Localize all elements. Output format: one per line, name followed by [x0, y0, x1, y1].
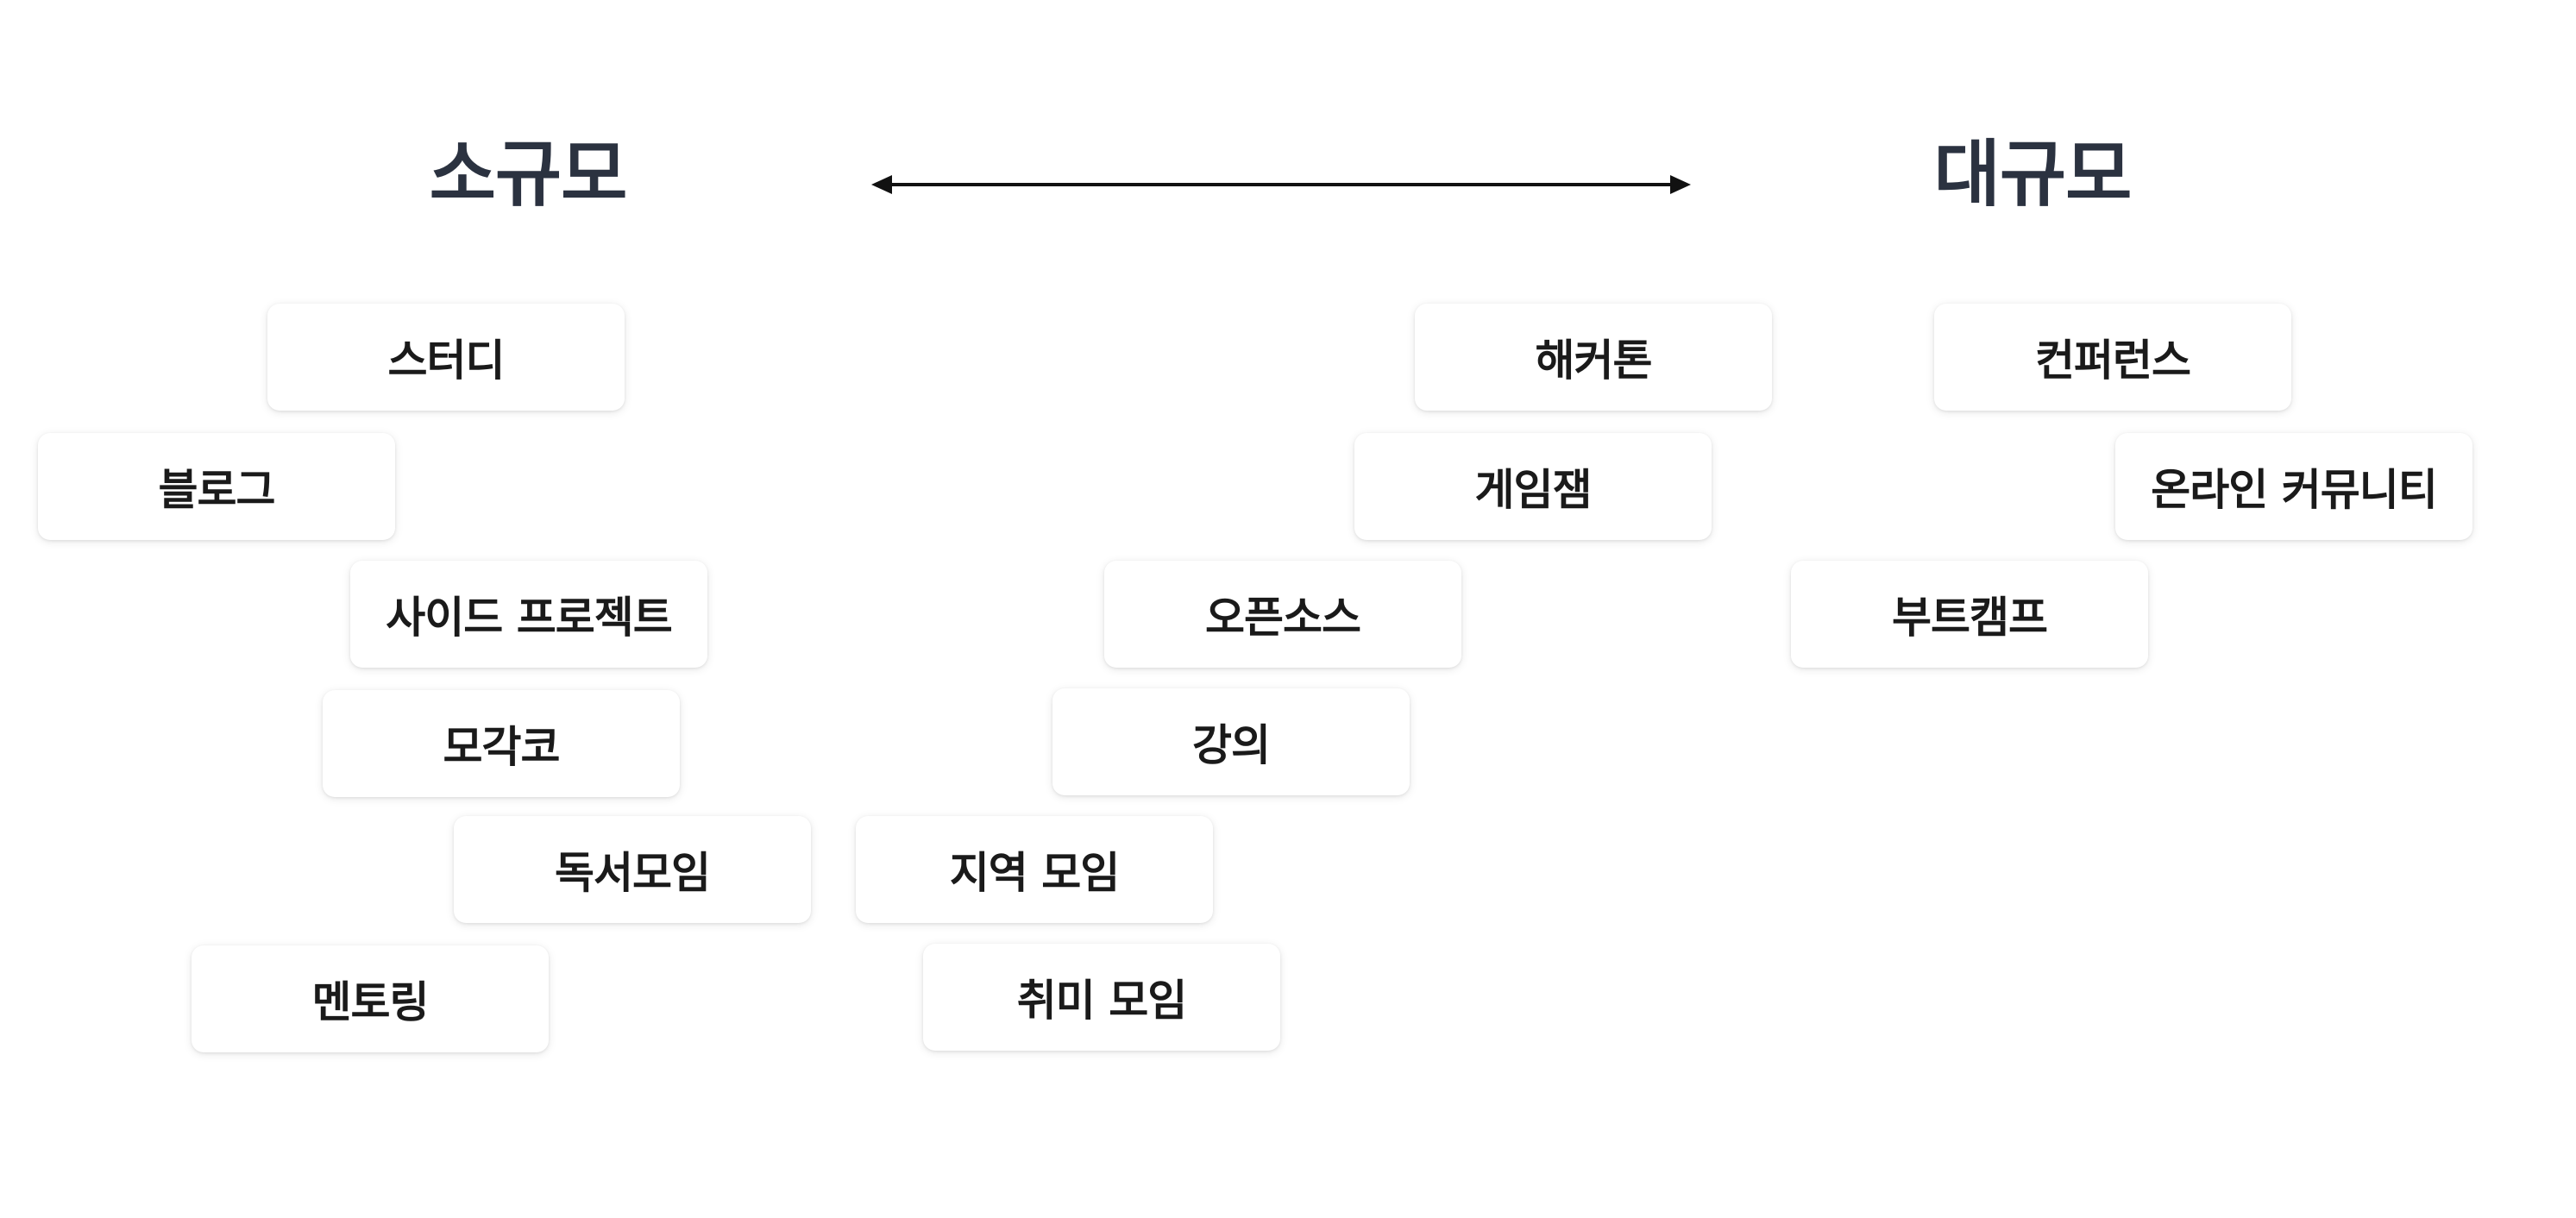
activity-card-book-club: 독서모임 — [454, 816, 811, 923]
double-headed-arrow-icon — [871, 175, 1691, 194]
activity-label: 취미 모임 — [1016, 976, 1187, 1026]
activity-label: 온라인 커뮤니티 — [2151, 465, 2437, 515]
activity-label: 부트캠프 — [1892, 593, 2048, 643]
activity-label: 모각코 — [443, 722, 561, 772]
activity-card-lecture: 강의 — [1052, 688, 1410, 795]
activity-card-mentoring: 멘토링 — [192, 945, 549, 1052]
activity-card-open-source: 오픈소스 — [1104, 561, 1461, 668]
arrow-head-right — [1670, 175, 1691, 194]
activity-label: 오픈소스 — [1205, 593, 1361, 643]
activity-card-blog: 블로그 — [38, 433, 395, 540]
activity-label: 독서모임 — [555, 848, 711, 898]
large-scale-heading: 대규모 — [1933, 132, 2133, 217]
activity-label: 멘토링 — [311, 977, 430, 1027]
activity-card-conference: 컨퍼런스 — [1934, 304, 2291, 411]
arrow-head-left — [871, 175, 892, 194]
small-scale-heading: 소규모 — [429, 132, 628, 217]
activity-card-online-community: 온라인 커뮤니티 — [2115, 433, 2472, 540]
activity-card-local-meetup: 지역 모임 — [856, 816, 1213, 923]
activity-label: 컨퍼런스 — [2035, 336, 2191, 386]
activity-label: 블로그 — [158, 465, 276, 515]
activity-card-hackathon: 해커톤 — [1415, 304, 1772, 411]
activity-card-side-project: 사이드 프로젝트 — [350, 561, 707, 668]
activity-card-study: 스터디 — [267, 304, 625, 411]
activity-card-bootcamp: 부트캠프 — [1791, 561, 2148, 668]
activity-card-hobby-meetup: 취미 모임 — [923, 944, 1280, 1051]
activity-label: 지역 모임 — [949, 848, 1120, 898]
activity-label: 게임잼 — [1474, 465, 1593, 515]
activity-label: 사이드 프로젝트 — [386, 593, 672, 643]
activity-card-mogakco: 모각코 — [323, 690, 680, 797]
activity-label: 강의 — [1192, 720, 1271, 770]
activity-label: 해커톤 — [1535, 336, 1653, 386]
activity-card-game-jam: 게임잼 — [1354, 433, 1712, 540]
activity-label: 스터디 — [387, 336, 506, 386]
